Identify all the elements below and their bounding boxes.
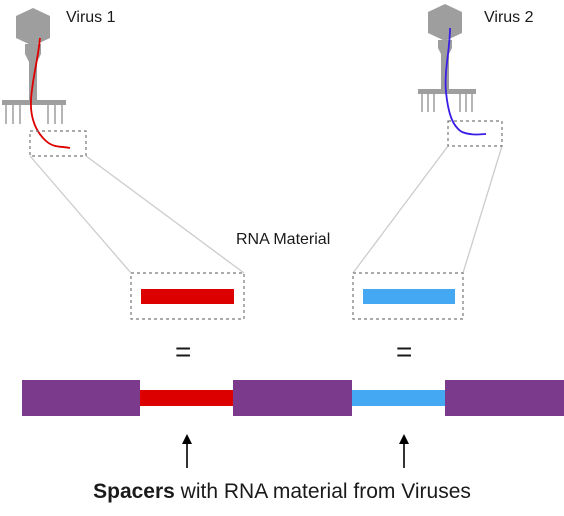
rna-box-virus2 bbox=[352, 272, 464, 320]
rna-segment-virus2 bbox=[363, 289, 455, 304]
equals-sign-1: = bbox=[175, 336, 192, 367]
spacer-arrows bbox=[182, 434, 409, 468]
caption-rest: with RNA material from Viruses bbox=[174, 480, 471, 503]
virus2-rna-strand bbox=[444, 27, 487, 136]
repeat-block-1 bbox=[22, 380, 140, 416]
virus1-rna-strand bbox=[30, 37, 71, 149]
zoom-line-virus1-right bbox=[85, 155, 245, 274]
zoom-line-virus2-left bbox=[352, 145, 449, 274]
spacer-blue bbox=[352, 390, 445, 406]
rna-segment-virus1 bbox=[141, 289, 234, 304]
virus2-selection-box bbox=[447, 120, 503, 147]
virus1-label: Virus 1 bbox=[66, 9, 116, 26]
crispr-array bbox=[22, 380, 564, 416]
rna-material-label: RNA Material bbox=[236, 231, 331, 248]
virus2-label: Virus 2 bbox=[484, 9, 534, 26]
zoom-line-virus1-left bbox=[29, 155, 132, 274]
virus1-baseplate bbox=[2, 100, 66, 105]
spacer-red bbox=[140, 390, 233, 406]
repeat-block-3 bbox=[445, 380, 564, 416]
equals-sign-2: = bbox=[396, 336, 413, 367]
virus1-selection-box bbox=[29, 130, 87, 157]
up-arrow-icon bbox=[399, 434, 409, 468]
virus2-phage-icon bbox=[418, 4, 503, 147]
caption-bold: Spacers bbox=[93, 480, 175, 503]
virus2-baseplate bbox=[418, 89, 476, 94]
rna-zoom-boxes bbox=[130, 272, 464, 320]
zoom-lines bbox=[29, 145, 503, 274]
up-arrow-icon bbox=[182, 434, 192, 468]
rna-box-virus1 bbox=[130, 272, 245, 320]
virus2-tail-fibers bbox=[421, 94, 473, 112]
virus1-head bbox=[16, 8, 50, 46]
virus2-head bbox=[428, 4, 462, 41]
virus1-phage-icon bbox=[2, 8, 87, 157]
virus1-tail-fibers bbox=[5, 105, 63, 124]
repeat-block-2 bbox=[233, 380, 352, 416]
zoom-line-virus2-right bbox=[462, 145, 503, 274]
caption: Spacers with RNA material from Viruses bbox=[0, 480, 564, 504]
